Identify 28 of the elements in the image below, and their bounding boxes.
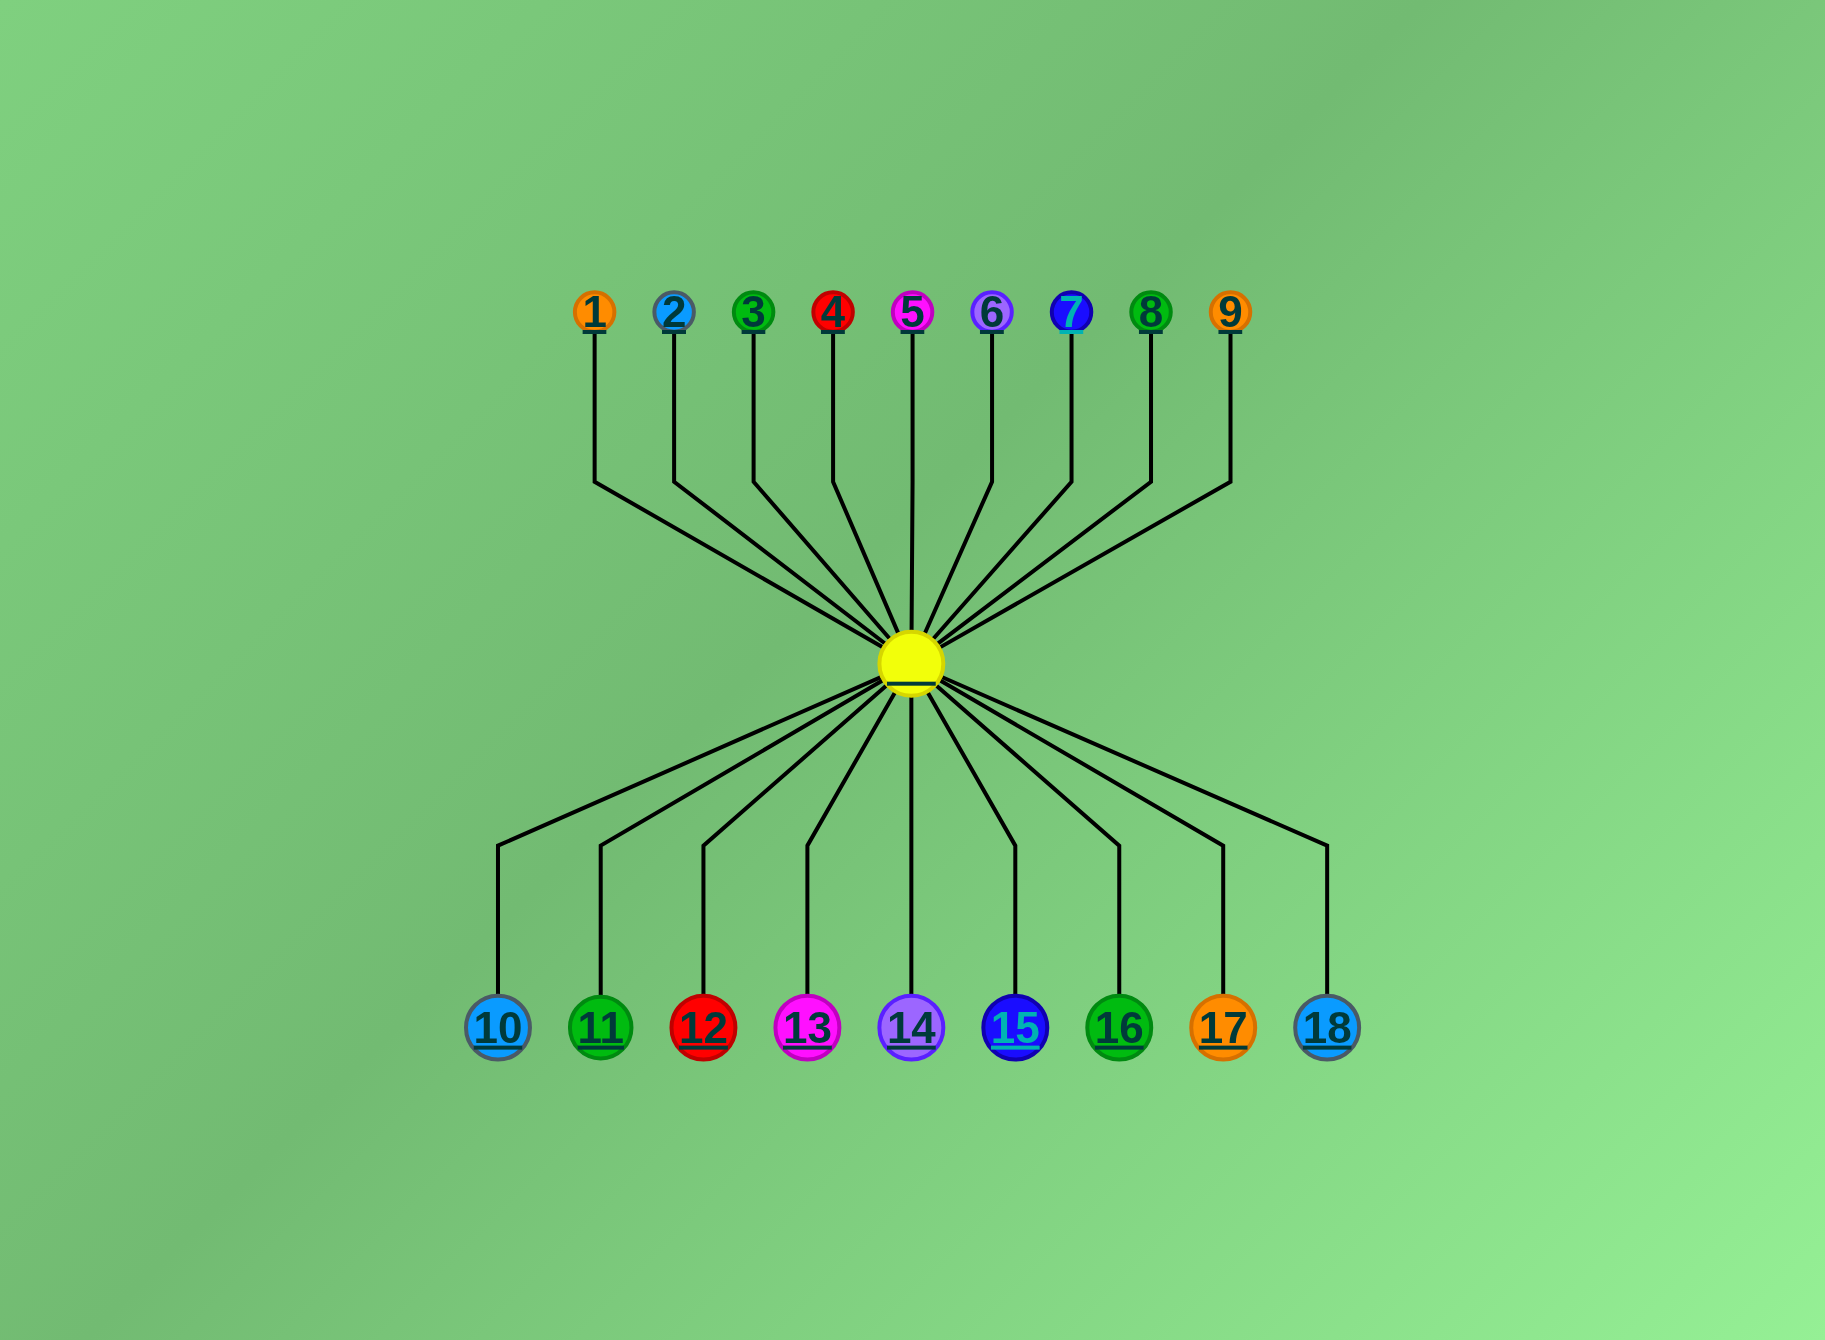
connector (937, 678, 1226, 996)
node-circle: 10 (463, 993, 532, 1062)
connector (935, 331, 1153, 647)
node-circle: 15 (981, 993, 1050, 1062)
node-circle: 18 (1293, 993, 1362, 1062)
node-circle (877, 629, 946, 698)
connector (805, 690, 898, 996)
connector (925, 690, 1018, 996)
connector (938, 331, 1233, 650)
connector (909, 695, 914, 996)
connector (909, 331, 915, 632)
node-circle: 12 (669, 993, 738, 1062)
connector (701, 683, 889, 996)
node-circle: 16 (1085, 993, 1154, 1062)
connector (592, 331, 885, 650)
connector (939, 674, 1330, 996)
connector (922, 331, 994, 636)
connector (598, 678, 885, 998)
node-circle: 13 (773, 993, 842, 1062)
connector (930, 331, 1074, 642)
node-circle: 17 (1189, 993, 1258, 1062)
node-circle: 14 (877, 993, 946, 1062)
connector (934, 683, 1122, 996)
connector (495, 674, 883, 996)
connector (751, 331, 892, 642)
connector (831, 331, 901, 636)
node-circle: 11 (567, 995, 634, 1061)
connector (672, 331, 888, 647)
